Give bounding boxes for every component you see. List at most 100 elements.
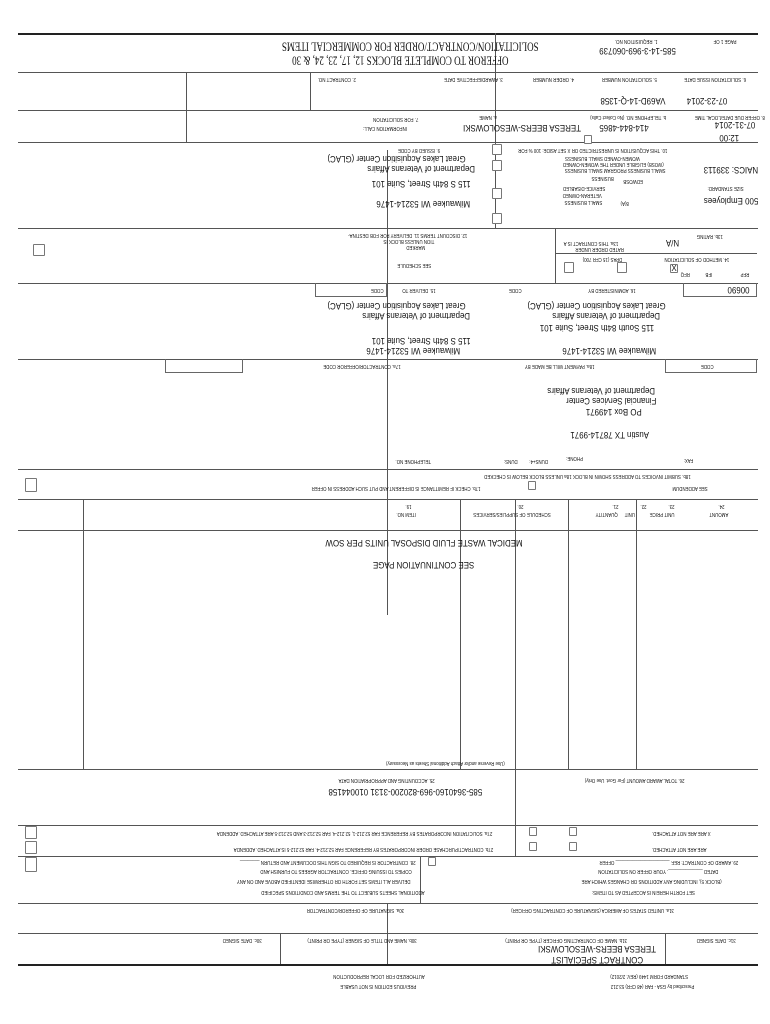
fob-checkbox[interactable]	[33, 244, 45, 256]
are-not-27b-checkbox[interactable]	[569, 842, 577, 851]
info-call-label: INFORMATION CALL:	[362, 125, 407, 131]
award-date-label: 3. AWARD/EFFECTIVE DATE	[444, 76, 503, 82]
rule	[387, 150, 388, 615]
rule	[387, 903, 388, 964]
footer-prescribed: Prescribed by GSA - FAR (48 CFR) 53.212	[610, 983, 695, 989]
officer-title: CONTRACT SPECIALIST	[551, 955, 644, 965]
sdvosb-text: SMALL BUSINESS	[564, 199, 603, 205]
wosb-checkbox[interactable]	[492, 160, 502, 171]
rule	[18, 359, 758, 360]
solicitation-no-label: 5. SOLICITATION NUMBER	[601, 76, 657, 82]
solicitation-no: VA69D-14-Q-1358	[600, 96, 666, 106]
payment-code-box	[665, 359, 757, 373]
administered-line: Great Lakes Acquisition Center (GLAC)	[527, 301, 666, 311]
unit-header: UNIT	[624, 511, 635, 517]
rule	[18, 469, 758, 470]
rated-checkbox[interactable]	[564, 262, 574, 273]
clause-29: DATED ______________. YOUR OFFER ON SOLI…	[598, 868, 719, 874]
addenda-27b-checkbox[interactable]	[25, 841, 37, 854]
phone: 414-844-4865	[599, 123, 649, 133]
discount-label: MARKED	[406, 244, 426, 250]
clause-28: ADDITIONAL SHEETS SUBJECT TO THE TERMS A…	[261, 889, 425, 895]
footer-prev: PREVIOUS EDITION IS NOT USABLE	[340, 983, 417, 989]
remittance-checkbox[interactable]	[25, 478, 37, 492]
are-not-27a-checkbox[interactable]	[569, 827, 577, 836]
schedule-num: 20.	[517, 503, 524, 509]
clause-28: COPIES TO ISSUING OFFICE. CONTRACTOR AGR…	[260, 868, 412, 874]
rule	[18, 903, 758, 904]
footer-auth: AUTHORIZED FOR LOCAL REPRODUCTION	[333, 973, 425, 979]
are-27a-checkbox[interactable]	[529, 827, 537, 836]
officer-name: TERESA BEERS-WESOLOWSKI	[538, 944, 656, 954]
addenda-27a-checkbox[interactable]	[25, 826, 37, 839]
wosb-text: (WOSB) ELIGIBLE UNDER THE WOMEN-OWNED	[562, 161, 664, 167]
rating: N/A	[665, 238, 680, 248]
set-aside-checkbox[interactable]	[584, 135, 592, 144]
payment-code-label: CODE	[700, 363, 714, 369]
administered-label: 16. ADMINISTERED BY	[588, 287, 636, 293]
signature-30a-label: 30a. SIGNATURE OF OFFEROR/CONTRACTOR	[306, 907, 405, 913]
edwosb-checkbox[interactable]	[492, 188, 502, 199]
deliver-line: 115 S 84th Street, Suite 101	[371, 336, 471, 346]
deliver-line: Department of Veterans Affairs	[362, 311, 471, 321]
signature-31a-label: 31a. UNITED STATES OF AMERICA (SIGNATURE…	[511, 907, 674, 913]
unrestricted-checkbox[interactable]	[492, 144, 502, 155]
deliver-code-label: CODE	[370, 287, 384, 293]
contractor-code-box	[165, 359, 243, 373]
rule	[636, 499, 637, 769]
dpas-checkbox[interactable]	[617, 262, 627, 273]
rule	[460, 499, 461, 769]
telephone-label: TELEPHONE NO.	[395, 458, 432, 464]
size-label: SIZE STANDARD:	[707, 185, 744, 191]
award-29-checkbox[interactable]	[428, 857, 436, 866]
continuation-note: SEE CONTINUATION PAGE	[372, 560, 475, 570]
issued-by-line: 115 S 84th Street, Suite 101	[371, 179, 471, 189]
edwosb-text: EDWOSB	[623, 178, 643, 184]
admin-code-box	[683, 283, 757, 297]
rule	[568, 499, 569, 769]
due-label: 8. OFFER DUE DATE/LOCAL TIME	[694, 114, 765, 120]
footer-form: STANDARD FORM 1449 (REV. 2/2012)	[610, 973, 689, 979]
info-call-label: 7. FOR SOLICITATION	[373, 116, 419, 122]
payment-line: Financial Services Center	[566, 396, 657, 406]
rfq-checkbox[interactable]: X	[670, 264, 678, 273]
clause-27a-status: X ARE ARE NOT ATTACHED.	[652, 830, 711, 836]
contact-name: TERESA BEERS-WESOLOWSKI	[463, 123, 581, 133]
contractor-label: 17a. CONTRACTOR/OFFEROR CODE	[323, 363, 401, 369]
rule	[18, 228, 758, 229]
ifb-label: IFB	[705, 271, 713, 277]
due-date: 07-31-2014	[714, 120, 756, 130]
rating-label: 13b. RATING	[696, 233, 723, 239]
clause-27b-status: ARE ARE NOT ATTACHED.	[651, 846, 707, 852]
clause-29: 29. AWARD OF CONTRACT: REF. ____________…	[599, 859, 739, 865]
clause-27b: 27b. CONTRACT/PURCHASE ORDER INCORPORATE…	[233, 846, 494, 852]
rule	[18, 825, 758, 826]
rated-text: 13a. THIS CONTRACT IS A	[563, 240, 619, 246]
duns-label: DUNS:	[503, 458, 518, 464]
item-no-header: ITEM NO.	[396, 511, 416, 517]
are-27b-checkbox[interactable]	[529, 842, 537, 851]
business-text: BUSINESS	[591, 175, 614, 181]
unit-num: 22.	[640, 503, 647, 509]
duns4-label: DUNS+4:	[529, 458, 548, 464]
clause-29: SET FORTH HEREIN IS ACCEPTED AS TO ITEMS…	[592, 889, 695, 895]
sdvosb-checkbox[interactable]	[492, 213, 502, 224]
deliver-line: Milwaukee WI 53214-1476	[366, 346, 461, 356]
discount-label: TION UNLESS BLOCK IS	[383, 238, 435, 244]
fax-label: FAX:	[683, 457, 694, 463]
additional-sheets-note: (Use Reverse and/or Attach Additional Sh…	[386, 760, 505, 766]
rule	[18, 964, 758, 966]
rule	[18, 933, 758, 934]
see-addendum: SEE ADDENDUM	[672, 485, 708, 491]
copies-28-checkbox[interactable]	[25, 857, 37, 872]
rated-text: DPAS (15 CFR 700)	[582, 256, 623, 262]
contract-no-label: 2. CONTRACT NO.	[317, 76, 356, 82]
rfp-label: RFP	[740, 271, 750, 277]
amount-header: AMOUNT	[709, 511, 729, 517]
deliver-to-label: 15. DELIVER TO	[402, 287, 436, 293]
clause-28: 28. CONTRACTOR IS REQUIRED TO SIGN THIS …	[239, 859, 416, 865]
phone-label: PHONE:	[566, 455, 584, 461]
remittance-small-checkbox[interactable]	[528, 481, 536, 490]
rule	[280, 933, 281, 964]
sdvosb-text: VETERAN-OWNED	[562, 192, 602, 198]
